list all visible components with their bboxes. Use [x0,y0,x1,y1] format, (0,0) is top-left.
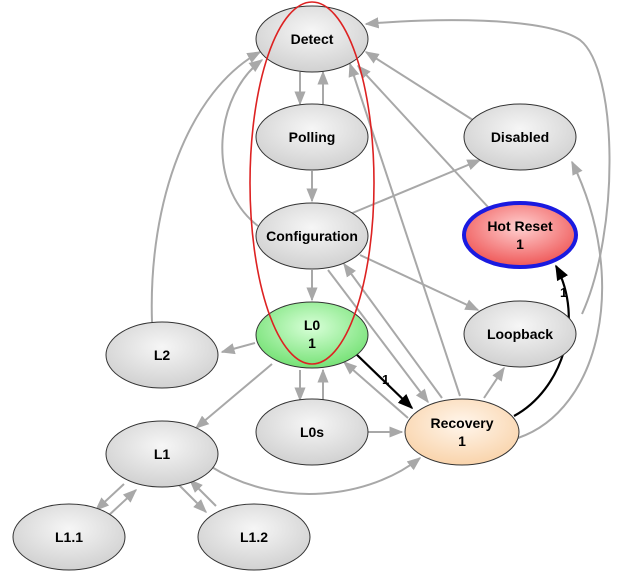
state-recovery-count: 1 [458,433,466,449]
state-l0-count: 1 [308,335,316,351]
edge-l1-to-recovery [209,457,422,495]
state-polling-label: Polling [289,129,336,145]
edge-l1-1-to-l1 [107,489,138,517]
state-detect-label: Detect [291,31,334,47]
state-l1-label: L1 [154,446,171,462]
edge-recovery-to-loopback [483,366,505,399]
state-l0-label: L0 [304,317,321,333]
edge-label-l0-recovery: 1 [382,372,389,387]
edge-recovery-to-detect [348,62,461,397]
edge-hot-reset-to-detect [357,64,489,208]
edge-recovery-to-disabled [517,160,604,439]
state-hot-reset[interactable]: Hot Reset 1 [462,201,578,269]
edge-configuration-to-detect [221,59,264,227]
edge-l0-to-l1 [194,363,273,429]
state-hot-reset-count: 1 [516,236,524,252]
state-l1-2[interactable]: L1.2 [197,503,311,571]
edge-l0-to-recovery-highlight [353,351,414,410]
state-configuration[interactable]: Configuration [255,202,369,270]
state-l0s[interactable]: L0s [255,398,369,466]
state-l2[interactable]: L2 [105,321,219,389]
edge-configuration-to-recovery [327,269,429,404]
edge-l1-to-l1-2 [177,483,207,513]
state-hot-reset-label: Hot Reset [487,218,553,234]
edge-l2-to-detect [150,51,262,323]
state-recovery[interactable]: Recovery 1 [404,398,520,466]
state-detect[interactable]: Detect [255,5,369,73]
edge-loopback-to-detect [364,17,611,315]
state-l1-1-label: L1.1 [55,529,83,545]
edge-recovery-to-l0 [342,361,409,419]
edge-label-recovery-hot-reset: 1 [560,285,567,300]
edge-l0-to-l2 [220,342,256,355]
state-l1[interactable]: L1 [105,420,219,488]
state-l2-label: L2 [154,347,171,363]
state-l0s-label: L0s [300,424,324,440]
edge-l1-to-l1-1 [94,483,125,511]
edge-l1-2-to-l1 [189,479,217,507]
state-loopback-label: Loopback [487,326,553,342]
state-polling[interactable]: Polling [255,103,369,171]
state-l0[interactable]: L0 1 [255,301,369,369]
annotation-ellipse [249,1,375,365]
transition-edges [94,17,611,517]
edge-configuration-to-loopback [359,254,480,311]
state-configuration-label: Configuration [266,228,358,244]
state-disabled[interactable]: Disabled [463,103,577,171]
state-recovery-label: Recovery [430,415,493,431]
edge-recovery-to-configuration [343,262,443,399]
edge-configuration-to-disabled [349,159,482,215]
state-l1-1[interactable]: L1.1 [12,503,126,571]
state-loopback[interactable]: Loopback [463,300,577,368]
state-l1-2-label: L1.2 [240,529,268,545]
edge-disabled-to-detect [364,51,477,123]
state-disabled-label: Disabled [491,129,549,145]
